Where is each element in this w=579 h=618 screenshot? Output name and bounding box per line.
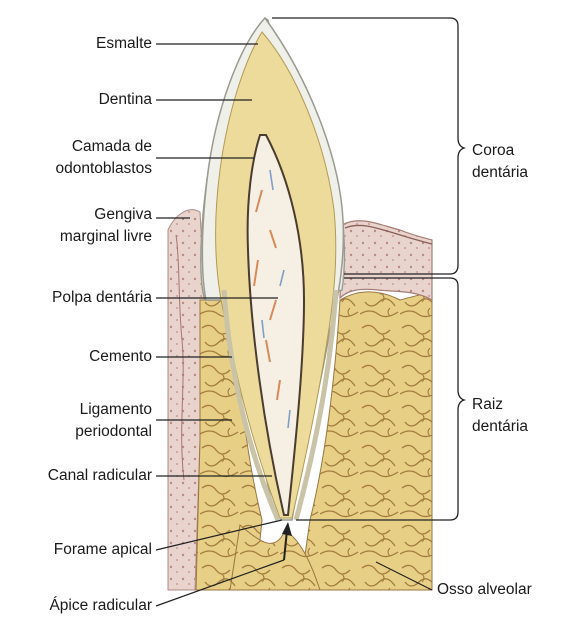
- label-ligamento-2: periodontal: [75, 423, 152, 441]
- label-apice: Ápice radicular: [49, 597, 152, 615]
- label-forame: Forame apical: [54, 541, 152, 559]
- label-gengiva-1: Gengiva: [94, 206, 152, 224]
- label-camada-2: odontoblastos: [55, 160, 152, 178]
- label-esmalte: Esmalte: [96, 35, 152, 53]
- label-osso: Osso alveolar: [437, 581, 532, 599]
- label-gengiva-2: marginal livre: [60, 228, 152, 246]
- label-canal: Canal radicular: [48, 467, 152, 485]
- gingiva-right: [340, 221, 432, 300]
- label-camada-1: Camada de: [72, 138, 152, 156]
- label-dentina: Dentina: [99, 91, 152, 109]
- label-coroa-2: dentária: [472, 164, 528, 182]
- label-ligamento-1: Ligamento: [80, 401, 152, 419]
- label-raiz-2: dentária: [472, 418, 528, 436]
- label-raiz-1: Raiz: [472, 396, 503, 414]
- label-coroa-1: Coroa: [472, 142, 514, 160]
- label-polpa: Polpa dentária: [52, 289, 152, 307]
- alveolar-bone-bottom: [230, 525, 320, 590]
- label-cemento: Cemento: [89, 348, 152, 366]
